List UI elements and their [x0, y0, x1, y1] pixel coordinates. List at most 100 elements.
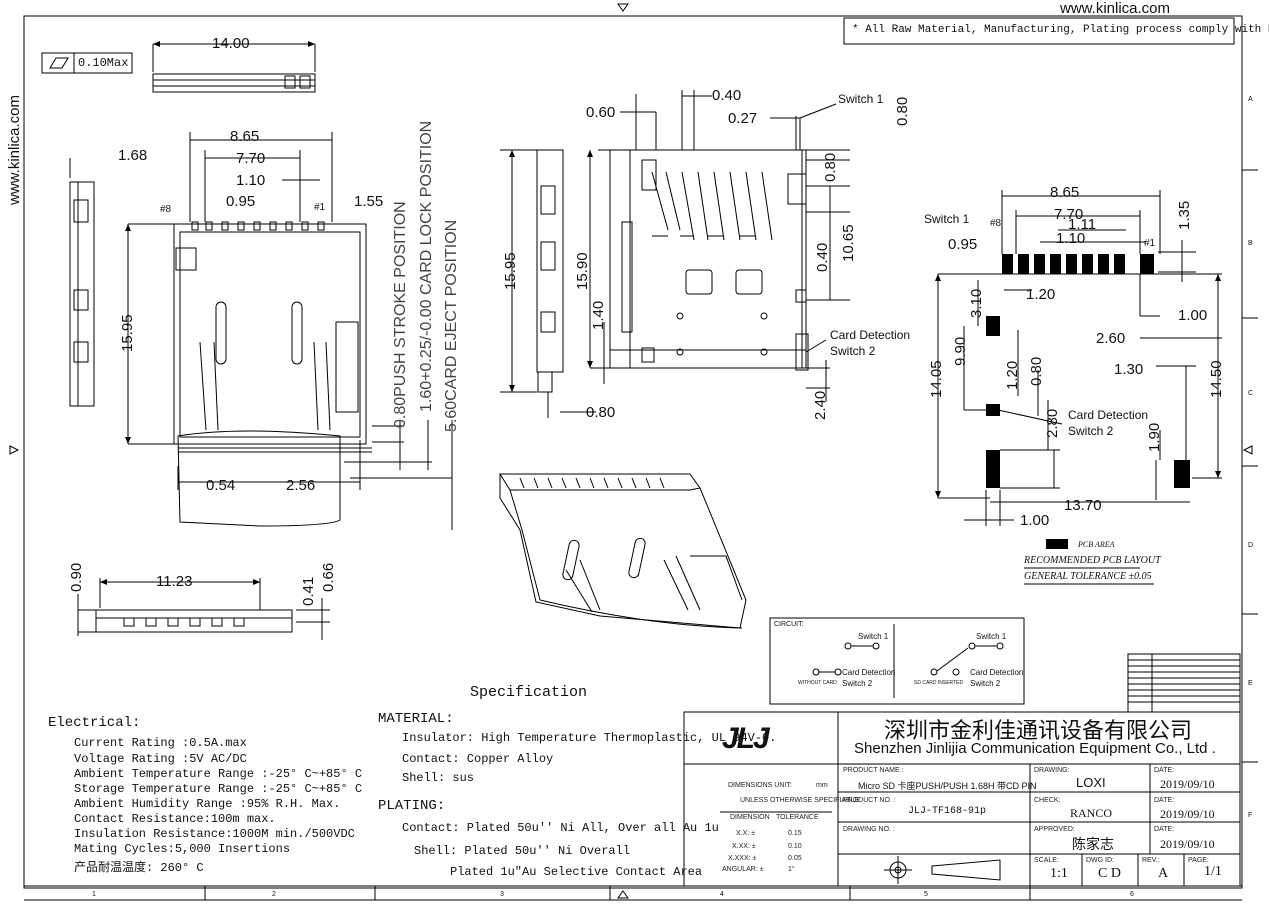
circuit-left-switch1: Switch 1	[858, 632, 889, 641]
side-switch1-label: Switch 1	[838, 92, 884, 106]
dim-0-66: 0.66	[320, 562, 337, 592]
dim-1-55: 1.55	[354, 193, 384, 210]
date-label-1: DATE:	[1154, 767, 1175, 774]
circuit-title: CIRCUIT:	[774, 621, 804, 628]
tol-val-3: 1°	[788, 866, 795, 873]
elec-line-4: Ambient Humidity Range :95% R.H. Max.	[74, 797, 341, 811]
tol-dim-0: X.X: ±	[736, 830, 756, 837]
pcb-dim-1-00b: 1.00	[1020, 512, 1050, 529]
date-label-3: DATE:	[1154, 826, 1175, 833]
company-name-cn: 深圳市金利佳通讯设备有限公司	[884, 718, 1193, 743]
drawing-no-label: DRAWING NO. :	[843, 826, 895, 833]
tol-val-1: 0.10	[788, 843, 802, 850]
dim-side-0-80-bottom: 0.80	[586, 404, 616, 421]
pin-1-label: #1	[314, 202, 326, 213]
product-no-label: PRODUCT NO. :	[843, 797, 896, 804]
zone-col-2: 2	[272, 891, 276, 898]
scale-value: 1:1	[1050, 866, 1068, 881]
zone-row-d: D	[1248, 542, 1254, 549]
tol-dim-2: X.XXX: ±	[728, 855, 757, 862]
dim-side-0-40v: 0.40	[814, 242, 831, 272]
rev-label: REV.:	[1142, 857, 1160, 864]
dim-side-0-27: 0.27	[728, 110, 758, 127]
page-value: 1/1	[1204, 864, 1222, 879]
watermark-side[interactable]: www.kinlica.com	[6, 94, 23, 205]
dwg-id-value: C D	[1098, 866, 1121, 881]
circuit-left-sw2: Switch 2	[842, 679, 873, 688]
circuit-right-caption: SD CARD INSERTED	[914, 680, 964, 686]
dim-11-23: 11.23	[156, 573, 193, 590]
plating-line-1: Shell: Plated 50u'' Ni Overall	[414, 844, 631, 858]
product-name: Micro SD 卡座PUSH/PUSH 1.68H 带CD PIN	[858, 781, 1037, 791]
date-2: 2019/09/10	[1160, 807, 1215, 821]
tol-val-0: 0.15	[788, 830, 802, 837]
dim-side-2-40: 2.40	[812, 390, 829, 420]
pcb-dim-1-20: 1.20	[1026, 286, 1056, 303]
tol-val-2: 0.05	[788, 855, 802, 862]
pcb-dim-7-70: 7.70	[1054, 206, 1084, 223]
zone-row-b: B	[1248, 240, 1253, 247]
pcb-legend-tolerance: GENERAL TOLERANCE ±0.05	[1024, 571, 1152, 582]
pcb-dim-9-90: 9.90	[952, 336, 969, 366]
spec-heading: Specification	[470, 684, 588, 701]
dim-side-0-80a: 0.80	[894, 96, 911, 126]
dwg-id-label: DWG ID:	[1086, 857, 1114, 864]
side-card-detection-label: Card Detection	[830, 328, 911, 342]
company-name-en: Shenzhen Jinlijia Communication Equipmen…	[854, 740, 1216, 757]
tol-dim-1: X.XX: ±	[732, 843, 756, 850]
dim-side-0-60: 0.60	[586, 104, 616, 121]
pcb-dim-0-80: 0.80	[1028, 356, 1045, 386]
dim-side-15-95: 15.95	[502, 252, 519, 290]
flatness-value: 0.10Max	[78, 56, 129, 70]
zone-row-a: A	[1248, 96, 1253, 103]
scale-label: SCALE:	[1034, 857, 1059, 864]
plating-line-2: Plated 1u"Au Selective Contact Area	[450, 865, 703, 879]
pcb-dim-1-20b: 1.20	[1004, 360, 1021, 390]
zone-col-3: 3	[500, 891, 504, 898]
dimension-label: DIMENSION	[730, 814, 770, 821]
card-eject-note: 5.60CARD EJECT POSITION	[443, 219, 460, 432]
dim-side-0-80b: 0.80	[822, 152, 839, 182]
circuit-left-cd: Card Detection	[842, 668, 896, 677]
dimensions-unit-label: DIMENSIONS UNIT:	[728, 782, 792, 789]
elec-line-7: Mating Cycles:5,000 Insertions	[74, 842, 291, 856]
date-3: 2019/09/10	[1160, 837, 1215, 851]
material-title: MATERIAL:	[378, 711, 454, 727]
pcb-dim-13-70: 13.70	[1064, 497, 1102, 514]
pcb-dim-1-00a: 1.00	[1178, 307, 1208, 324]
plating-line-0: Contact: Plated 50u'' Ni All, Over all A…	[402, 821, 719, 835]
zone-col-6: 6	[1130, 891, 1134, 898]
check-label: CHECK:	[1034, 797, 1061, 804]
pcb-dim-2-60: 2.60	[1096, 330, 1126, 347]
circuit-right-cd: Card Detection	[970, 668, 1024, 677]
rev-value: A	[1158, 866, 1169, 881]
pcb-dim-1-10: 1.10	[1056, 230, 1086, 247]
zone-col-1: 1	[92, 891, 96, 898]
side-switch2-label: Switch 2	[830, 344, 876, 358]
zone-col-5: 5	[924, 891, 928, 898]
zone-row-c: C	[1248, 390, 1254, 397]
approved-label: APPROVED:	[1034, 826, 1075, 833]
zone-col-4: 4	[720, 891, 724, 898]
dim-0-90: 0.90	[68, 562, 85, 592]
dim-1-10: 1.10	[236, 172, 266, 189]
dim-0-54: 0.54	[206, 477, 236, 494]
elec-line-3: Storage Temperature Range :-25° C~+85° C	[74, 782, 363, 796]
dimensions-unit: mm	[816, 782, 828, 789]
pcb-legend-recommended: RECOMMENDED PCB LAYOUT	[1024, 555, 1161, 566]
dim-15-95-top: 15.95	[119, 314, 136, 352]
pcb-switch2-label: Switch 2	[1068, 424, 1114, 438]
product-no: JLJ-TF168-91p	[908, 806, 987, 817]
dim-7-70: 7.70	[236, 150, 266, 167]
dim-side-10-65: 10.65	[840, 224, 857, 262]
plating-title: PLATING:	[378, 798, 446, 814]
watermark-top[interactable]: www.kinlica.com	[1060, 0, 1171, 17]
dim-side-0-40: 0.40	[712, 87, 742, 104]
card-lock-note: 1.60+0.25/-0.00 CARD LOCK POSITION	[418, 120, 435, 412]
page-label: PAGE:	[1188, 857, 1209, 864]
circuit-right-sw2: Switch 2	[970, 679, 1001, 688]
approved-by: 陈家志	[1072, 838, 1114, 853]
elec-line-2: Ambient Temperature Range :-25° C~+85° C	[74, 767, 363, 781]
material-line-1: Contact: Copper Alloy	[402, 752, 554, 766]
